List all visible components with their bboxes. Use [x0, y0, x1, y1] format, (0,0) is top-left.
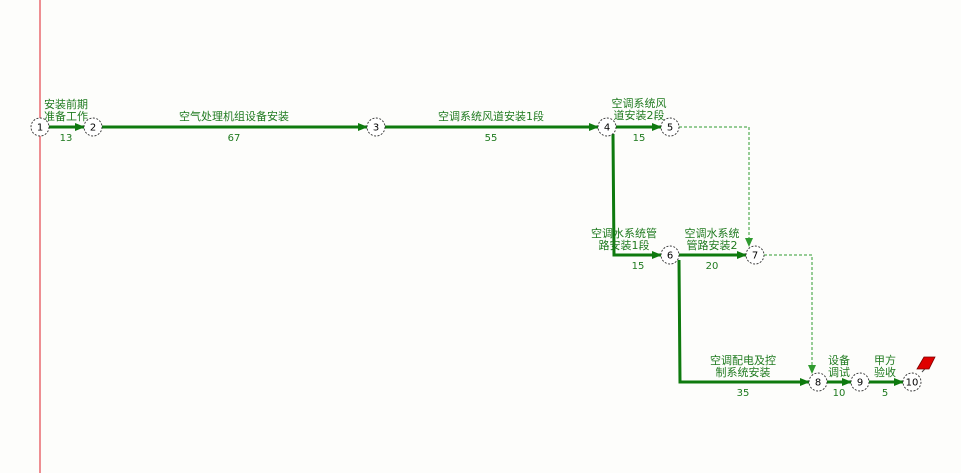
- activity-duration-8-9: 10: [833, 388, 846, 399]
- activity-name-8-9: 调试: [828, 366, 850, 379]
- event-node-1[interactable]: 1: [30, 117, 50, 137]
- event-node-8[interactable]: 8: [808, 372, 828, 392]
- event-node-4[interactable]: 4: [597, 117, 617, 137]
- activity-name-4-6: 路安装1段: [599, 238, 650, 252]
- event-node-label: 2: [90, 123, 96, 134]
- activity-name-1-2: 准备工作: [44, 109, 88, 123]
- event-node-9[interactable]: 9: [850, 372, 870, 392]
- activity-name-6-8: 制系统安装: [716, 365, 771, 379]
- event-node-3[interactable]: 3: [366, 117, 386, 137]
- activity-name-6-7: 空调水系统: [685, 226, 740, 240]
- event-node-label: 8: [815, 378, 821, 389]
- event-node-6[interactable]: 6: [660, 245, 680, 265]
- event-node-10[interactable]: 10: [902, 372, 922, 392]
- event-node-2[interactable]: 2: [83, 117, 103, 137]
- activity-duration-1-2: 13: [60, 133, 73, 144]
- activity-name-6-8: 空调配电及控: [710, 353, 776, 367]
- event-node-label: 4: [604, 123, 610, 134]
- activity-name-1-2: 安装前期: [44, 97, 88, 111]
- activity-duration-4-5: 15: [633, 133, 646, 144]
- flag-icon: [916, 356, 936, 373]
- activity-name-3-4: 空调系统风道安装1段: [438, 109, 544, 123]
- activity-duration-6-7: 20: [706, 261, 719, 272]
- activity-name-4-6: 空调水系统管: [591, 226, 657, 240]
- event-node-label: 7: [752, 251, 758, 262]
- activity-arrow-6-8: [677, 259, 810, 386]
- activity-name-9-10: 甲方: [874, 353, 896, 367]
- activity-duration-9-10: 5: [882, 388, 888, 399]
- event-node-label: 9: [857, 378, 863, 389]
- activity-arrows: [49, 123, 904, 386]
- activity-name-8-9: 设备: [828, 353, 850, 367]
- event-node-label: 6: [667, 251, 673, 262]
- activity-labels: 安装前期准备工作13空气处理机组设备安装67空调系统风道安装1段55空调系统风道…: [44, 96, 896, 399]
- dummy-arrow-5-7: [679, 126, 753, 247]
- activity-name-4-5: 道安装2段: [614, 108, 665, 122]
- dummy-arrow-7-8: [764, 254, 816, 374]
- dummy-arrows: [679, 126, 816, 374]
- activity-arrow-4-6: [611, 133, 662, 259]
- activity-duration-2-3: 67: [228, 133, 241, 144]
- event-node-label: 10: [906, 378, 919, 389]
- activity-duration-4-6: 15: [632, 261, 645, 272]
- activity-name-9-10: 验收: [874, 365, 896, 379]
- activity-name-2-3: 空气处理机组设备安装: [179, 109, 289, 123]
- event-node-7[interactable]: 7: [745, 245, 765, 265]
- event-node-5[interactable]: 5: [660, 117, 680, 137]
- activity-duration-3-4: 55: [485, 133, 498, 144]
- event-node-label: 1: [37, 123, 43, 134]
- activity-duration-6-8: 35: [737, 388, 750, 399]
- activity-name-6-7: 管路安装2: [687, 238, 738, 252]
- event-node-label: 5: [667, 123, 673, 134]
- activity-name-4-5: 空调系统风: [612, 96, 667, 110]
- event-node-label: 3: [373, 123, 379, 134]
